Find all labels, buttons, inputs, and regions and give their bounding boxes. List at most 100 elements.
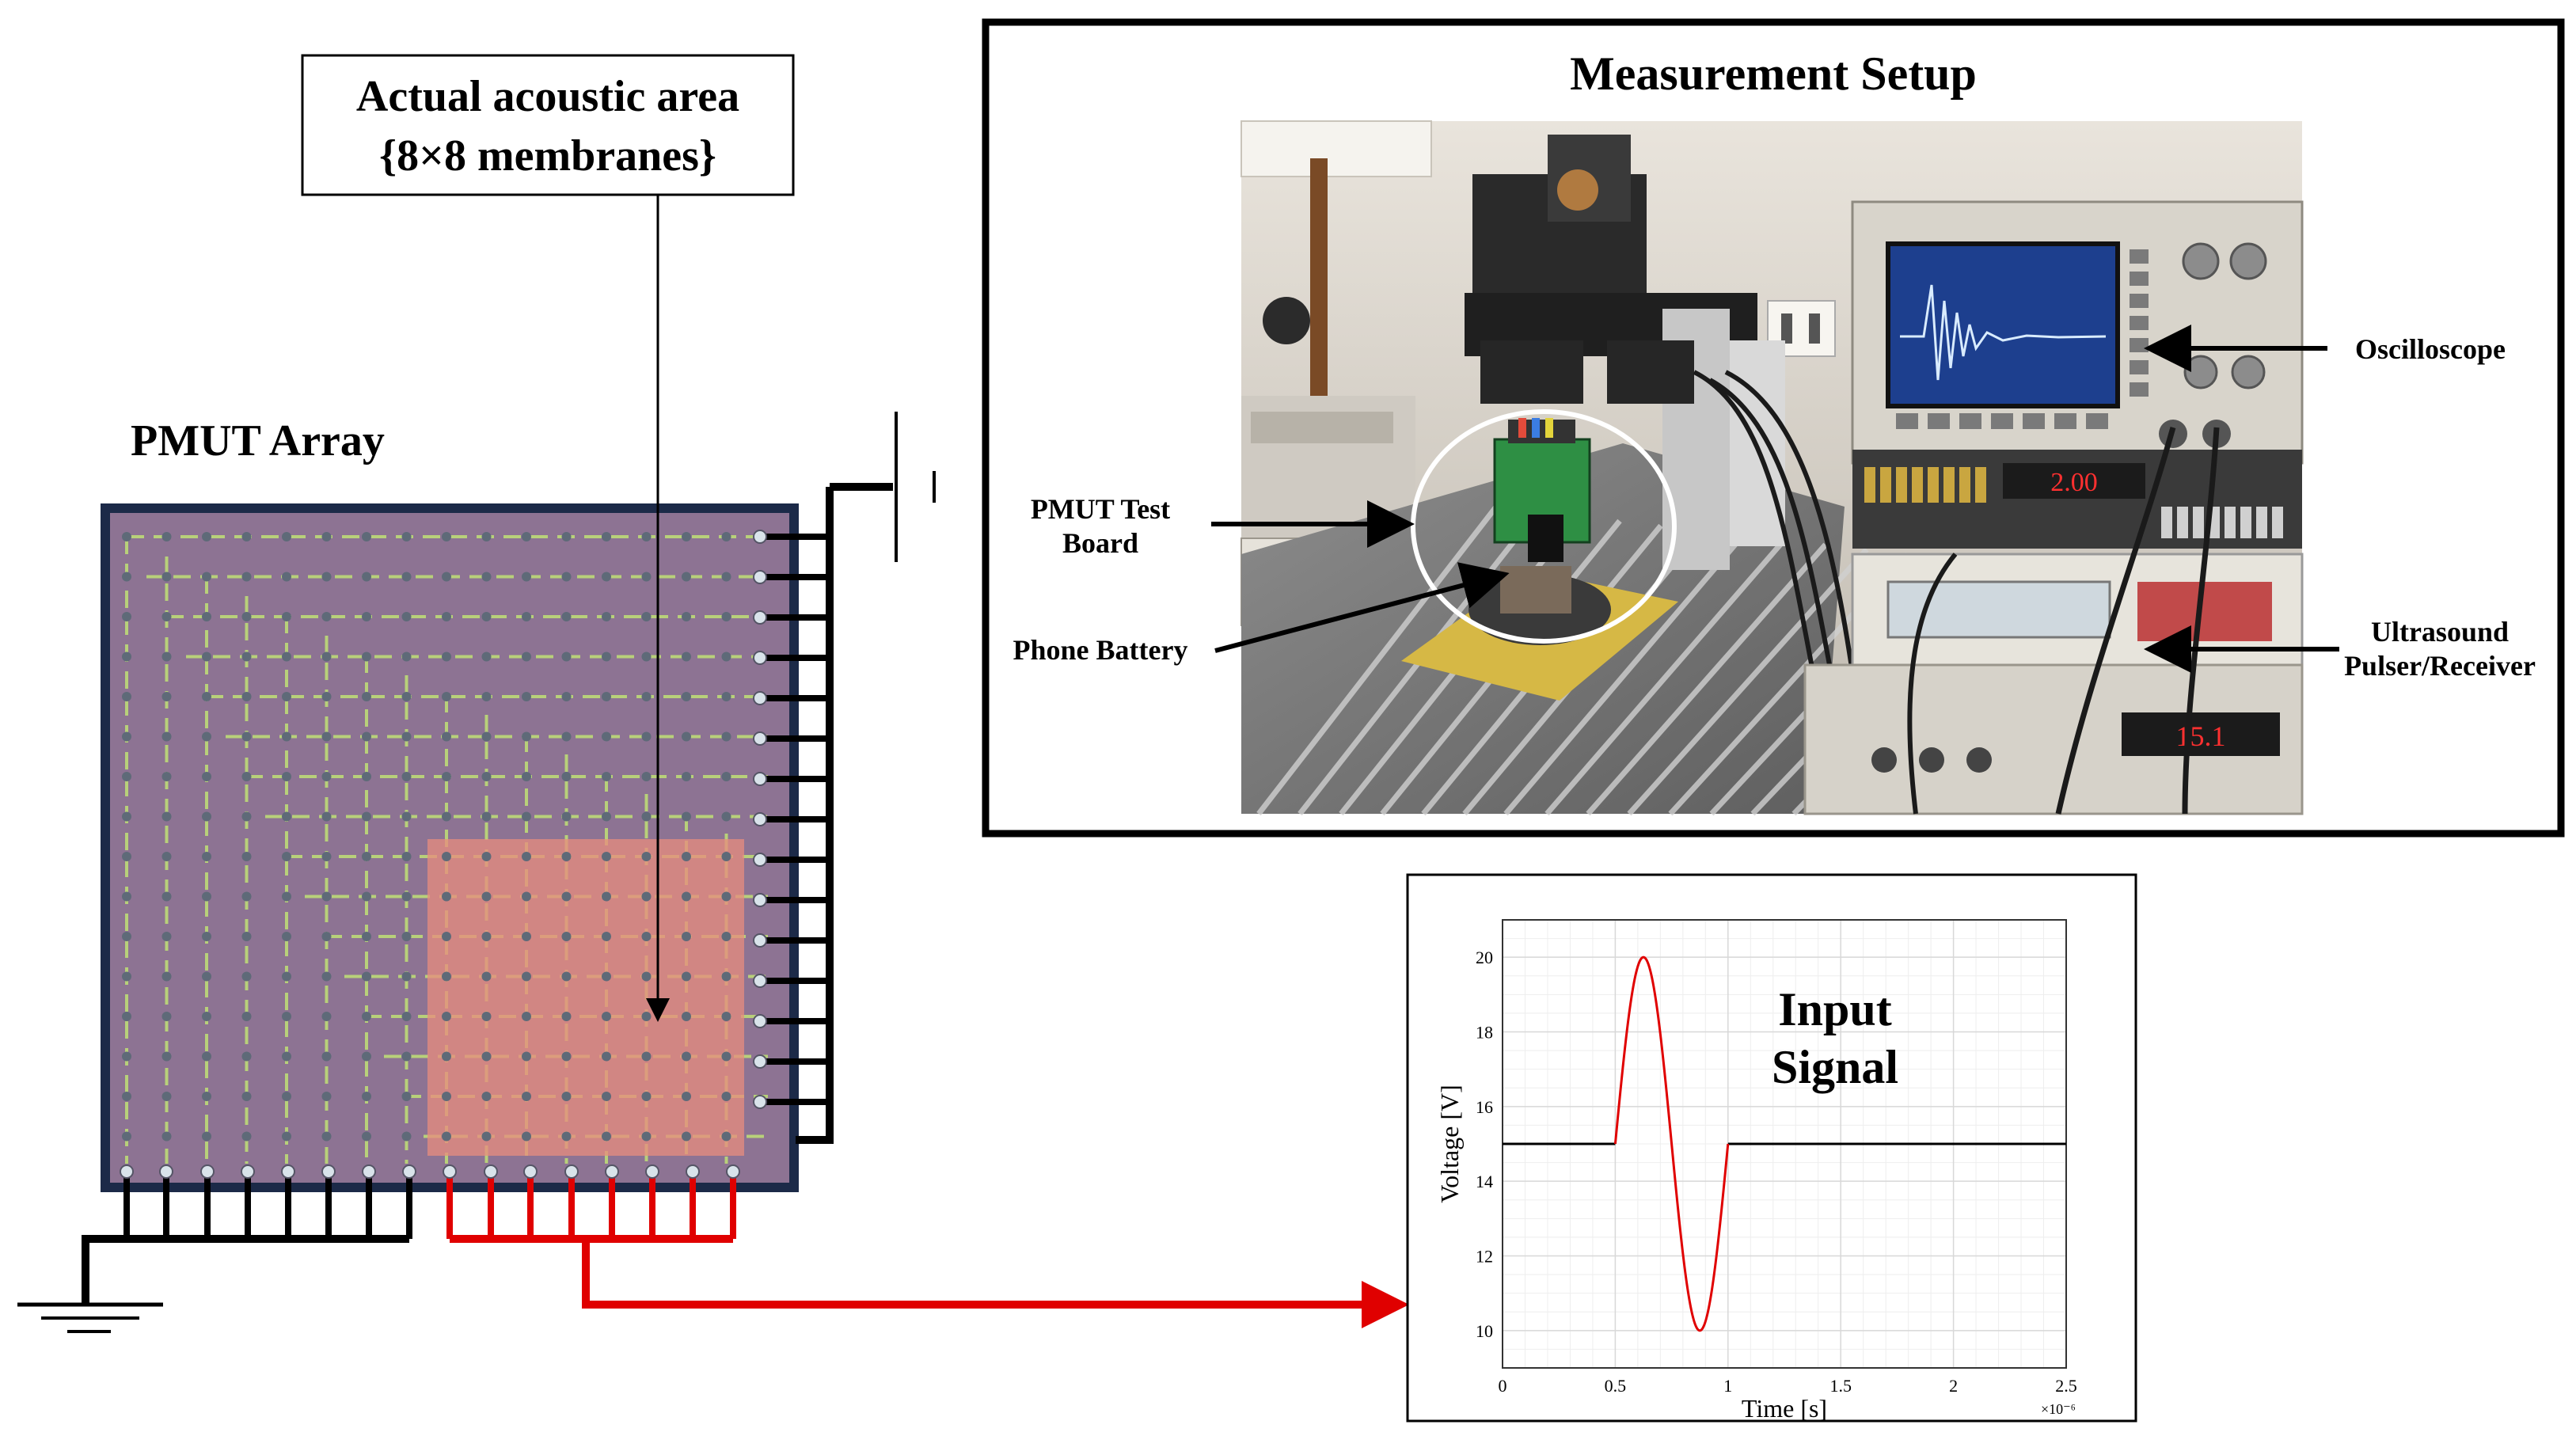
array-membrane bbox=[561, 1012, 572, 1021]
array-membrane bbox=[481, 731, 492, 742]
table-slat bbox=[1586, 542, 1828, 816]
array-membrane bbox=[321, 811, 332, 822]
array-membrane bbox=[362, 971, 371, 982]
array-membrane bbox=[202, 1131, 211, 1142]
array-membrane bbox=[362, 811, 371, 822]
array-membrane bbox=[202, 532, 211, 541]
x-tick-label: 2.5 bbox=[2055, 1376, 2077, 1396]
array-membrane bbox=[282, 731, 291, 742]
array-membrane bbox=[321, 1131, 332, 1142]
generator-key bbox=[2225, 507, 2236, 538]
array-membrane bbox=[721, 532, 731, 541]
array-membrane bbox=[522, 1131, 531, 1142]
array-membrane bbox=[721, 652, 731, 662]
array-membrane bbox=[561, 1092, 572, 1101]
array-membrane bbox=[602, 1131, 611, 1142]
scope-button bbox=[2086, 413, 2108, 429]
array-membrane bbox=[602, 692, 611, 701]
array-membrane bbox=[442, 1092, 451, 1101]
array-membrane bbox=[522, 652, 531, 662]
table-slat bbox=[1503, 533, 1746, 816]
array-membrane bbox=[602, 852, 611, 861]
array-membrane bbox=[321, 971, 332, 982]
array-membrane bbox=[442, 971, 451, 982]
array-membrane bbox=[401, 692, 412, 701]
pmut-array bbox=[101, 503, 799, 1192]
array-membrane bbox=[401, 971, 412, 982]
signal-feed-line bbox=[582, 1239, 1409, 1328]
array-membrane bbox=[522, 1012, 531, 1021]
right-ground-wiring bbox=[753, 487, 834, 1144]
array-membrane bbox=[481, 852, 492, 861]
array-membrane bbox=[401, 1092, 412, 1101]
generator-key bbox=[2240, 507, 2251, 538]
array-membrane bbox=[442, 811, 451, 822]
array-membrane bbox=[241, 1012, 252, 1021]
ground-bus-wire bbox=[82, 1235, 409, 1247]
array-membrane bbox=[362, 1051, 371, 1062]
array-membrane bbox=[122, 572, 131, 582]
table-slat bbox=[1256, 504, 1499, 816]
right-bus-wire bbox=[796, 487, 834, 1144]
label-pulser-line2: Pulser/Receiver bbox=[2344, 650, 2536, 682]
array-membrane bbox=[362, 852, 371, 861]
array-membrane bbox=[481, 692, 492, 701]
y-tick-label: 12 bbox=[1476, 1247, 1493, 1267]
right-pad bbox=[753, 651, 767, 665]
array-membrane bbox=[241, 1131, 252, 1142]
scope-button bbox=[1991, 413, 2013, 429]
array-membrane bbox=[122, 652, 131, 662]
array-membrane bbox=[321, 932, 332, 941]
array-membrane bbox=[442, 731, 451, 742]
array-membrane bbox=[522, 932, 531, 941]
array-membrane bbox=[481, 811, 492, 822]
bottom-pad bbox=[200, 1164, 215, 1179]
array-membrane bbox=[721, 811, 731, 822]
array-membrane bbox=[682, 612, 691, 621]
generator-key bbox=[1928, 467, 1939, 503]
array-membrane bbox=[602, 1012, 611, 1021]
array-membrane bbox=[561, 811, 572, 822]
bottom-pad bbox=[484, 1164, 498, 1179]
array-membrane bbox=[682, 1092, 691, 1101]
array-membrane bbox=[282, 572, 291, 582]
array-membrane bbox=[721, 1051, 731, 1062]
array-membrane bbox=[161, 852, 172, 861]
array-membrane bbox=[442, 852, 451, 861]
x-tick-label: 0 bbox=[1499, 1376, 1507, 1396]
array-membrane bbox=[602, 532, 611, 541]
array-membrane bbox=[321, 572, 332, 582]
input-signal-label-2: Signal bbox=[1772, 1041, 1898, 1093]
array-membrane bbox=[682, 731, 691, 742]
bottom-signal-wiring bbox=[443, 1164, 740, 1243]
array-membrane bbox=[481, 652, 492, 662]
right-pad bbox=[753, 933, 767, 948]
array-membrane bbox=[561, 772, 572, 781]
array-membrane bbox=[202, 731, 211, 742]
array-membrane bbox=[481, 572, 492, 582]
array-membrane bbox=[282, 532, 291, 541]
array-membrane bbox=[122, 532, 131, 541]
bottom-pad bbox=[402, 1164, 416, 1179]
array-membrane bbox=[721, 932, 731, 941]
array-membrane bbox=[442, 1131, 451, 1142]
pmut-array-title: PMUT Array bbox=[131, 416, 385, 465]
right-pad bbox=[753, 691, 767, 705]
array-membrane bbox=[241, 891, 252, 902]
array-membrane bbox=[122, 1051, 131, 1062]
array-membrane bbox=[602, 1092, 611, 1101]
array-membrane bbox=[401, 1131, 412, 1142]
array-membrane bbox=[442, 772, 451, 781]
array-membrane bbox=[241, 852, 252, 861]
y-axis-label: Voltage [V] bbox=[1435, 1085, 1464, 1203]
array-membrane bbox=[241, 692, 252, 701]
right-pad bbox=[753, 1054, 767, 1069]
table-slat bbox=[1627, 547, 1869, 816]
array-membrane bbox=[122, 1131, 131, 1142]
array-membrane bbox=[522, 1092, 531, 1101]
array-membrane bbox=[561, 1051, 572, 1062]
arrow-phone-battery bbox=[1214, 562, 1510, 653]
bottom-pad bbox=[120, 1164, 134, 1179]
right-pad bbox=[753, 1014, 767, 1028]
array-membrane bbox=[561, 852, 572, 861]
